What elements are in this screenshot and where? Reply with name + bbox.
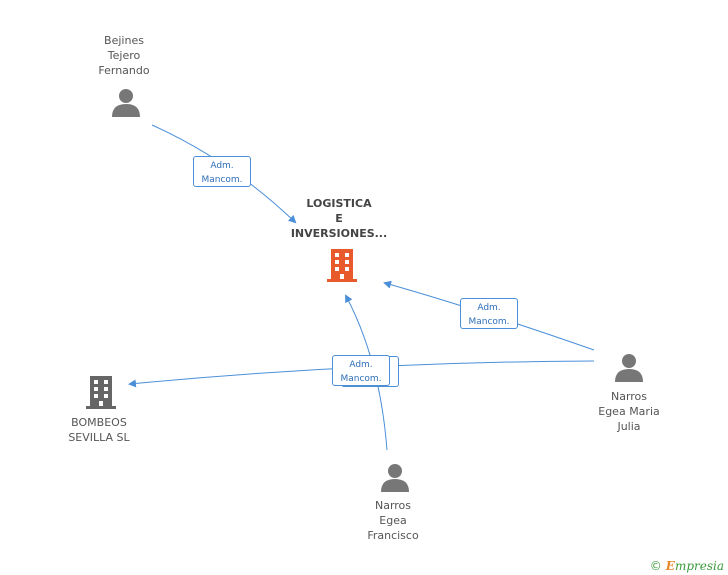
brand-name: mpresia — [674, 559, 724, 573]
building-icon[interactable] — [326, 248, 358, 282]
node-label-bejines[interactable]: Bejines Tejero Fernando — [98, 34, 150, 77]
brand-initial: E — [665, 559, 675, 573]
edge-label-narros-maria[interactable]: Adm. Mancom. — [460, 298, 518, 329]
edge-label-bejines[interactable]: Adm. Mancom. — [193, 156, 251, 187]
node-label-narros-maria[interactable]: Narros Egea Maria Julia — [598, 390, 660, 433]
copyright-footer[interactable]: ©Empresia — [650, 559, 724, 573]
node-label-narros-francisco[interactable]: Narros Egea Francisco — [367, 499, 419, 542]
node-label-bombeos[interactable]: BOMBEOS SEVILLA SL — [68, 416, 130, 444]
building-icon[interactable] — [85, 375, 117, 409]
copyright-icon: © — [649, 559, 662, 573]
node-label-logistica[interactable]: LOGISTICA E INVERSIONES... — [290, 197, 388, 240]
person-icon[interactable] — [111, 88, 141, 118]
edge-label-narros-francisco[interactable]: Adm. Mancom. — [332, 355, 390, 386]
person-icon[interactable] — [614, 353, 644, 383]
person-icon[interactable] — [380, 463, 410, 493]
